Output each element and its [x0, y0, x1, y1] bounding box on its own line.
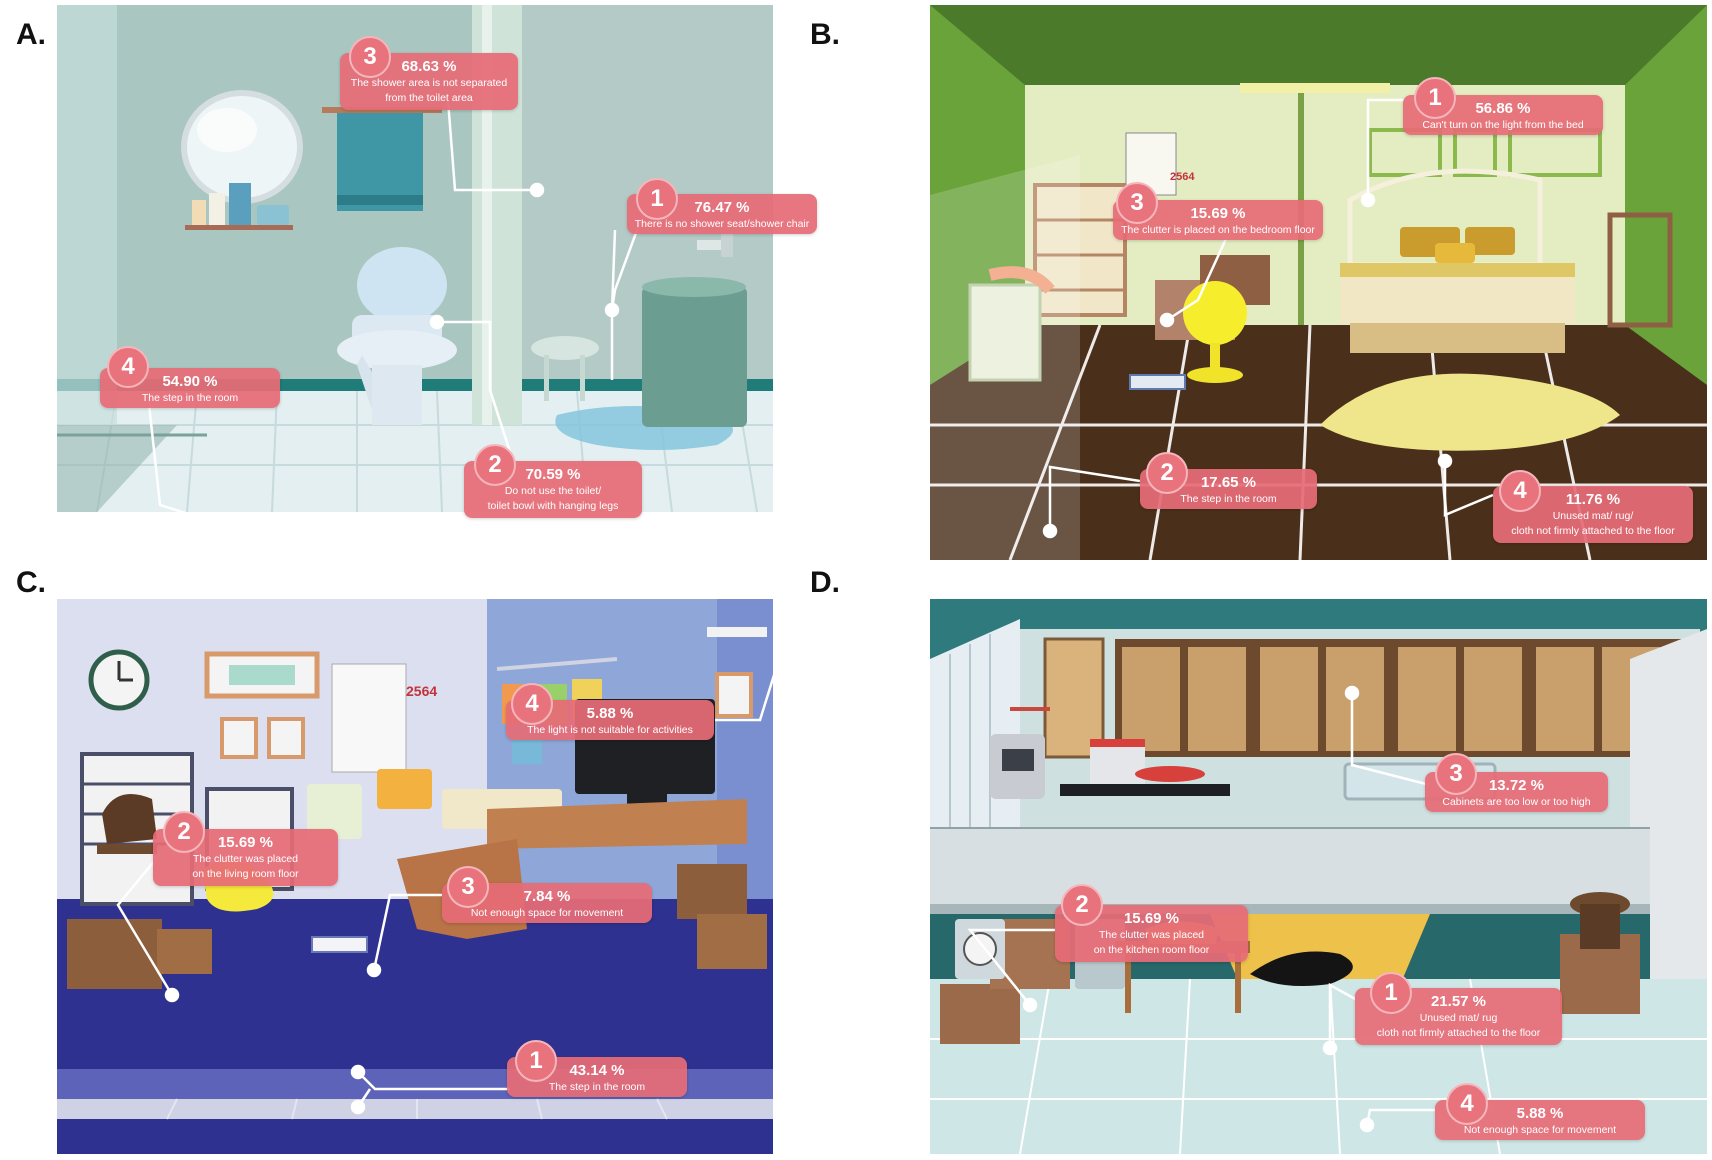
callout-c2-text-line1: The clutter was placed: [192, 853, 299, 865]
callout-a2-percent: 70.59 %: [525, 466, 581, 483]
callout-a3-percent: 68.63 %: [401, 58, 457, 75]
callout-b1-number: 1: [1414, 77, 1456, 119]
callout-c4-text: The light is not suitable for activities: [527, 724, 693, 736]
bathroom-illustration: [57, 5, 773, 512]
panel-d-label: D.: [810, 566, 840, 599]
callout-a3-number: 3: [349, 36, 391, 78]
callout-b1-percent: 56.86 %: [1475, 100, 1531, 117]
callout-b4-text-line1: Unused mat/ rug/: [1552, 510, 1634, 522]
callout-c2-text-line2: on the living room floor: [192, 868, 299, 880]
living-room-calendar-year: 2564: [406, 683, 438, 699]
callout-d1-percent: 21.57 %: [1430, 993, 1487, 1010]
callout-a2-text-line1: Do not use the toilet/: [504, 485, 602, 497]
callout-d2-text-line2: on the kitchen room floor: [1093, 944, 1210, 956]
callout-a1: 76.47 % There is no shower seat/shower c…: [627, 194, 817, 234]
callout-d2-number: 2: [1061, 884, 1103, 926]
callout-d1-number: 1: [1370, 972, 1412, 1014]
callout-c1-number: 1: [515, 1040, 557, 1082]
callout-b2-percent: 17.65 %: [1200, 474, 1257, 491]
callout-d4-text: Not enough space for movement: [1463, 1124, 1617, 1136]
callout-d4-number: 4: [1446, 1083, 1488, 1125]
callout-b1-text: Can't turn on the light from the bed: [1422, 119, 1584, 131]
callout-d3-text: Cabinets are too low or too high: [1442, 796, 1591, 808]
callout-c2-percent: 15.69 %: [217, 834, 274, 851]
callout-b4-number: 4: [1499, 470, 1541, 512]
callout-a4-number: 4: [107, 346, 149, 388]
callout-a4-percent: 54.90 %: [162, 373, 218, 390]
panel-d-kitchen: [930, 599, 1707, 1154]
callout-c3-text: Not enough space for movement: [470, 907, 624, 919]
callout-b3-text: The clutter is placed on the bedroom flo…: [1121, 224, 1315, 236]
callout-a3-text-line2: from the toilet area: [385, 92, 473, 104]
callout-b4-text-line2: cloth not firmly attached to the floor: [1511, 525, 1675, 537]
callout-a2-number: 2: [474, 444, 516, 486]
callout-b2-text: The step in the room: [1180, 493, 1277, 505]
callout-c4-number: 4: [511, 683, 553, 725]
callout-a3-text-line1: The shower area is not separated: [350, 77, 508, 89]
callout-c2-number: 2: [163, 811, 205, 853]
callout-a2-text-line2: toilet bowl with hanging legs: [487, 500, 619, 512]
callout-c3-number: 3: [447, 866, 489, 908]
callout-b4-percent: 11.76 %: [1565, 491, 1621, 508]
callout-a1-percent: 76.47 %: [694, 199, 750, 216]
panel-a-bathroom: [57, 5, 773, 512]
panel-c-label: C.: [16, 566, 46, 599]
panel-a-label: A.: [16, 18, 46, 51]
callout-d2-percent: 15.69 %: [1123, 910, 1180, 927]
callout-d1-text-line1: Unused mat/ rug: [1419, 1012, 1498, 1024]
callout-d2-text-line1: The clutter was placed: [1098, 929, 1205, 941]
callout-d3-number: 3: [1435, 753, 1477, 795]
callout-d3-percent: 13.72 %: [1488, 777, 1545, 794]
callout-c3-percent: 7.84 %: [523, 888, 571, 905]
callout-a1-text: There is no shower seat/shower chair: [634, 218, 810, 230]
callout-d4-percent: 5.88 %: [1516, 1105, 1564, 1122]
callout-c1-text: The step in the room: [548, 1081, 646, 1093]
callout-c1-percent: 43.14 %: [569, 1062, 625, 1079]
kitchen-illustration: [930, 599, 1707, 1154]
callout-c4-percent: 5.88 %: [586, 705, 634, 722]
callout-b3-percent: 15.69 %: [1190, 205, 1246, 222]
bedroom-calendar-year: 2564: [1170, 171, 1195, 183]
callout-a1-number: 1: [636, 178, 678, 220]
callout-b2-number: 2: [1146, 452, 1188, 494]
callout-d1-text-line2: cloth not firmly attached to the floor: [1376, 1027, 1541, 1039]
callout-a4-text: The step in the room: [141, 392, 239, 404]
callout-b3-number: 3: [1116, 182, 1158, 224]
panel-b-label: B.: [810, 18, 840, 51]
